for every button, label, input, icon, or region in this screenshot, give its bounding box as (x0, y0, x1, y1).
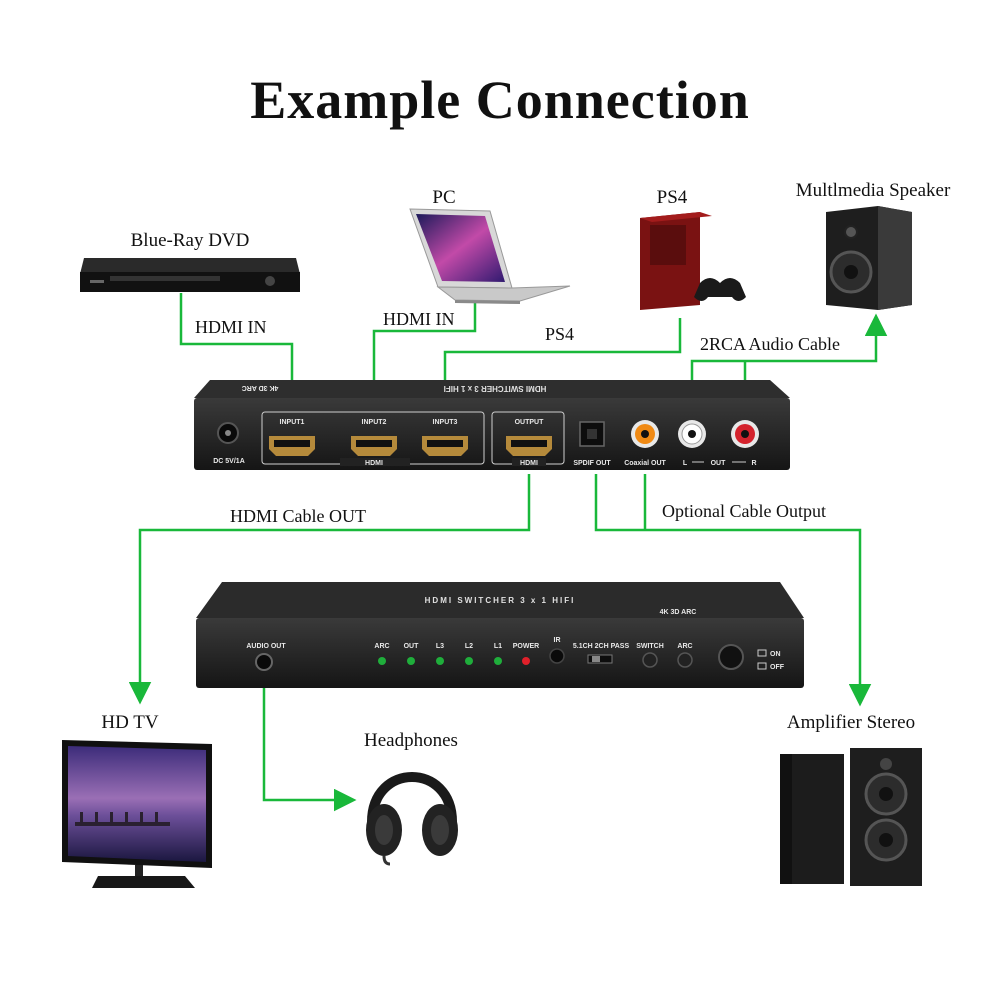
front-top-text: HDMI SWITCHER 3 x 1 HIFI (425, 596, 576, 605)
led-l3 (436, 657, 444, 665)
cable-audio-headphones (262, 676, 357, 812)
label-speaker: Multlmedia Speaker (796, 180, 951, 201)
label-hdmi-in-1: HDMI IN (195, 317, 267, 337)
led-power (522, 657, 530, 665)
cable-hdmi-out-tv (128, 474, 531, 705)
switcher-rear: HDMI SWITCHER 3 x 1 HIFI 4K 3D ARC DC 5V… (194, 380, 790, 470)
ps4-image (640, 212, 746, 310)
led-label-power: POWER (513, 643, 539, 650)
stereo-speakers-image (780, 748, 922, 886)
laptop-image (409, 208, 571, 304)
led-arc (378, 657, 386, 665)
rear-top-text: HDMI SWITCHER 3 x 1 HIFI (444, 384, 547, 393)
led-label-l3: L3 (436, 643, 444, 650)
label-rca-cable: 2RCA Audio Cable (700, 334, 840, 354)
rear-badge: 4K 3D ARC (242, 384, 279, 391)
spdif-label: SPDIF OUT (573, 460, 611, 467)
switch-button[interactable] (642, 652, 658, 668)
front-badge: 4K 3D ARC (660, 609, 697, 616)
speaker-image (826, 206, 912, 310)
rca-out-label: OUT (711, 460, 727, 467)
off-label: OFF (770, 664, 785, 671)
label-hdtv: HD TV (101, 712, 158, 733)
label-headphones: Headphones (364, 730, 458, 751)
audio-out-label: AUDIO OUT (246, 643, 286, 650)
led-label-out: OUT (404, 643, 420, 650)
input3-label: INPUT3 (433, 419, 458, 426)
switch-label: SWITCH (636, 643, 664, 650)
led-label-l2: L2 (465, 643, 473, 650)
bluray-player-image (80, 258, 300, 292)
ir-label: IR (554, 637, 561, 644)
audio-out-jack (255, 653, 273, 671)
label-ps4-cable: PS4 (545, 324, 574, 344)
led-l2 (465, 657, 473, 665)
led-label-l1: L1 (494, 643, 502, 650)
cable-pc-input2 (362, 303, 477, 415)
on-label: ON (770, 651, 781, 658)
ir-sensor (549, 648, 565, 664)
output-label: OUTPUT (515, 419, 545, 426)
rca-r-label: R (751, 460, 756, 467)
cables (128, 293, 888, 812)
label-optional-cable: Optional Cable Output (662, 501, 826, 521)
arc-button-label: ARC (677, 643, 692, 650)
hdmi-port-input1 (269, 436, 315, 456)
output-hdmi-label: HDMI (520, 460, 538, 467)
led-out (407, 657, 415, 665)
coaxial-label: Coaxial OUT (624, 460, 666, 467)
mode-label: 5.1CH 2CH PASS (573, 643, 630, 650)
arc-button[interactable] (677, 652, 693, 668)
hdmi-port-output (506, 436, 552, 456)
headphones-image (366, 772, 458, 866)
label-hdmi-in-2: HDMI IN (383, 309, 455, 329)
tv-image (62, 740, 212, 888)
label-pc: PC (432, 187, 455, 208)
label-amplifier: Amplifier Stereo (787, 712, 915, 733)
cable-optional-amplifier (594, 474, 872, 707)
label-ps4: PS4 (657, 187, 688, 208)
rca-l-label: L (683, 460, 688, 467)
label-bluray: Blue-Ray DVD (131, 230, 250, 251)
switcher-front: HDMI SWITCHER 3 x 1 HIFI 4K 3D ARC AUDIO… (196, 582, 804, 688)
input1-label: INPUT1 (280, 419, 305, 426)
hdmi-group-label: HDMI (365, 460, 383, 467)
hdmi-port-input2 (351, 436, 397, 456)
hdmi-port-input3 (422, 436, 468, 456)
led-l1 (494, 657, 502, 665)
input2-label: INPUT2 (362, 419, 387, 426)
power-knob[interactable] (718, 644, 744, 670)
label-hdmi-cable-out: HDMI Cable OUT (230, 506, 366, 526)
page-title: Example Connection (250, 70, 750, 130)
dc-label: DC 5V/1A (213, 458, 245, 465)
cable-bluray-input1 (179, 293, 304, 415)
led-label-arc: ARC (374, 643, 389, 650)
